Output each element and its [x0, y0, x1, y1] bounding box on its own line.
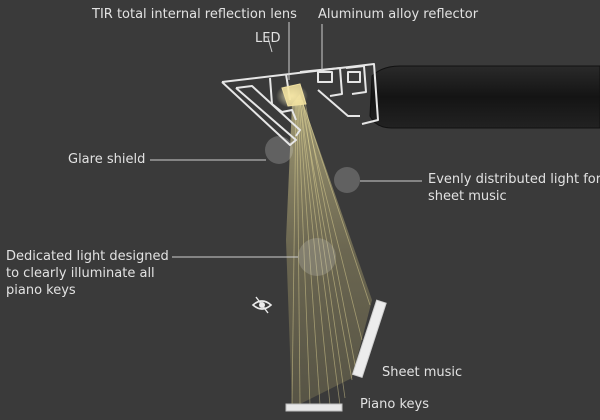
label-tir-lens: TIR total internal reflection lens: [92, 7, 297, 22]
label-led: LED: [255, 31, 281, 46]
glare-shield-marker: [265, 136, 293, 164]
label-piano-keys: Piano keys: [360, 397, 429, 412]
eye-icon: [251, 296, 273, 314]
lamp-arm: [369, 65, 600, 129]
label-evenly-line1: Evenly distributed light for: [428, 172, 600, 187]
leader-lines: [150, 22, 422, 258]
label-dedicated-line3: piano keys: [6, 283, 76, 298]
label-sheet-music: Sheet music: [382, 365, 463, 380]
light-beam: [286, 94, 372, 408]
evenly-light-marker: [334, 167, 360, 193]
label-reflector: Aluminum alloy reflector: [318, 7, 479, 22]
fixture-head: [221, 63, 379, 146]
label-dedicated-line2: to clearly illuminate all: [6, 266, 155, 281]
tir-lens: [281, 83, 307, 107]
sheet-music: [351, 299, 387, 379]
dedicated-light-marker: [298, 238, 336, 276]
label-glare-shield: Glare shield: [68, 152, 146, 167]
label-dedicated-line1: Dedicated light designed: [6, 249, 169, 264]
label-evenly-line2: sheet music: [428, 189, 507, 204]
piano-keys: [285, 403, 343, 412]
light-rays: [291, 99, 371, 406]
